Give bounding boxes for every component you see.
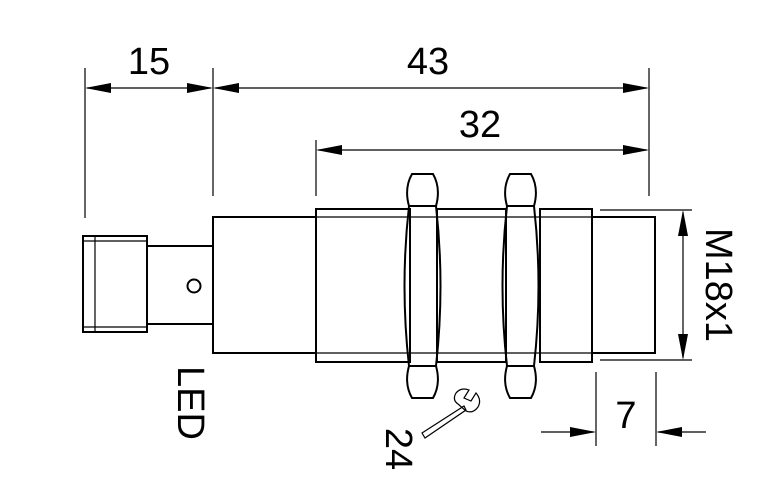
led-indicator-icon (186, 278, 202, 294)
led-label: LED (169, 366, 211, 440)
wrench-size-label: 24 (377, 428, 419, 470)
dimension-total-length: 43 (213, 41, 649, 93)
dimension-face-offset: 7 (541, 395, 706, 437)
dimension-connector-length: 15 (85, 41, 213, 93)
dimension-thread-length: 32 (316, 104, 649, 155)
sensor-body (212, 208, 656, 363)
dimension-label-15: 15 (128, 41, 170, 83)
connector (82, 235, 214, 333)
wrench-icon (421, 388, 481, 439)
hex-nut-1 (403, 173, 442, 399)
dimension-label-7: 7 (615, 395, 636, 437)
dimension-label-m18x1: M18x1 (697, 228, 739, 342)
dimension-label-32: 32 (459, 104, 501, 146)
hex-nut-2 (501, 173, 540, 399)
dimension-thread-size: M18x1 (678, 210, 739, 360)
extension-lines (84, 68, 692, 446)
dimension-label-43: 43 (407, 41, 449, 83)
